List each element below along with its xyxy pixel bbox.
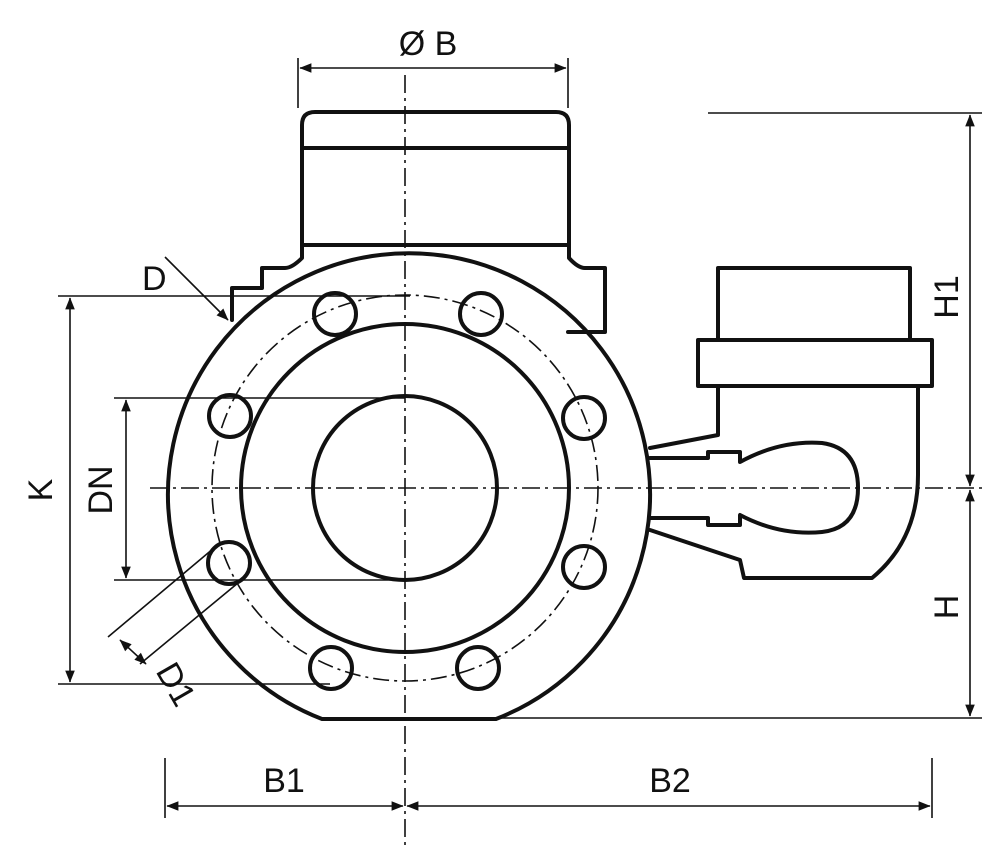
dimension-k: K: [22, 295, 410, 685]
bolt-hole: [207, 393, 253, 439]
dimension-d: D: [142, 256, 229, 321]
bolt-hole: [561, 544, 607, 590]
label-k: K: [22, 478, 60, 501]
dimension-b1: B1: [164, 758, 404, 818]
meter-head: [230, 110, 607, 334]
side-meter: [648, 266, 934, 580]
center-lines: [150, 75, 985, 845]
label-d1: D1: [148, 656, 203, 713]
label-h: H: [928, 595, 966, 620]
bolt-hole: [455, 645, 501, 691]
bolt-hole: [312, 291, 358, 337]
label-dn: DN: [82, 465, 120, 514]
bolt-holes: [206, 291, 607, 691]
label-dia-b: Ø B: [399, 25, 458, 63]
dimension-dn: DN: [82, 397, 405, 581]
label-b1: B1: [263, 762, 305, 800]
dimension-d1: D1: [107, 547, 245, 713]
flange-body: [166, 251, 652, 721]
bolt-hole: [458, 291, 504, 337]
dimension-h1: H1: [708, 112, 982, 487]
dimension-b2: B2: [406, 758, 933, 818]
bolt-hole: [308, 645, 354, 691]
bolt-hole: [561, 395, 607, 441]
dimension-h: H: [500, 489, 982, 719]
label-d: D: [142, 260, 167, 298]
label-b2: B2: [649, 762, 691, 800]
bolt-hole: [206, 540, 252, 586]
label-h1: H1: [928, 275, 966, 318]
dimension-dia-b: Ø B: [297, 25, 569, 108]
